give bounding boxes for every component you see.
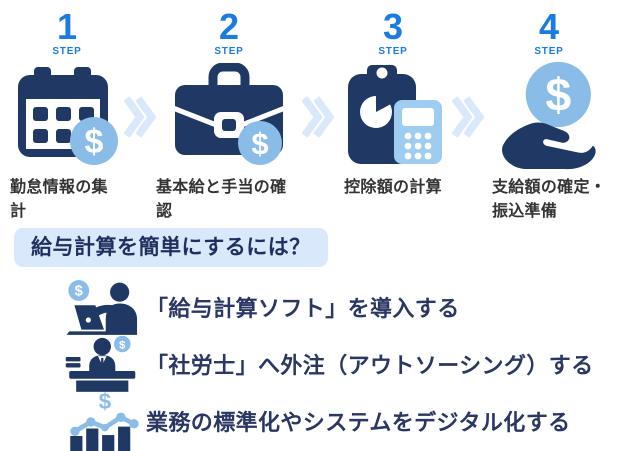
step-number: 4	[538, 6, 560, 47]
step-1: 1 STEP $	[10, 8, 124, 224]
step-word: STEP	[52, 46, 82, 57]
step-number: 2	[218, 6, 240, 47]
double-chevron-right-icon	[302, 92, 334, 142]
list-item: $ 「社労士」へ外注（アウトソーシング）する	[62, 336, 640, 392]
step-2: 2 STEP $ 基本給と手当の確認	[156, 8, 302, 224]
double-chevron-right-icon	[124, 92, 156, 142]
svg-text:$: $	[85, 123, 104, 161]
svg-text:$: $	[99, 391, 112, 414]
list-item: $ 「給与計算ソフト」を導入する	[62, 279, 640, 335]
step-word: STEP	[534, 46, 564, 57]
double-chevron-right-icon	[452, 92, 484, 142]
steps-flow: 1 STEP $	[0, 0, 640, 221]
step-number: 3	[382, 6, 404, 47]
svg-text:$: $	[119, 339, 126, 351]
list-item-label: 業務の標準化やシステムをデジタル化する	[146, 410, 571, 435]
step-word: STEP	[214, 46, 244, 57]
step-word: STEP	[378, 46, 408, 57]
solutions-list: $ 「給与計算ソフト」を導入する	[62, 279, 640, 451]
step-label: 勤怠情報の集計	[10, 179, 108, 220]
clipboard-calculator-icon	[338, 62, 448, 173]
bar-chart-money-icon: $	[62, 391, 146, 451]
consultant-desk-money-icon: $	[62, 336, 146, 392]
step-4: 4 STEP $ 支給額の確定・ 振込準備	[484, 8, 614, 224]
question-heading: 給与計算を簡単にするには？	[14, 228, 328, 267]
hand-coin-icon: $	[495, 59, 603, 176]
list-item: $ 業務の標準化やシステムをデジタル化する	[62, 391, 640, 451]
svg-text:$: $	[545, 68, 571, 120]
step-label: 支給額の確定・ 振込準備	[491, 179, 607, 220]
step-label: 控除額の計算	[344, 179, 442, 196]
calendar-money-icon: $	[14, 63, 120, 172]
person-laptop-money-icon: $	[62, 279, 146, 335]
step-3: 3 STEP	[334, 8, 452, 200]
step-number: 1	[56, 6, 78, 47]
list-item-label: 「給与計算ソフト」を導入する	[146, 296, 460, 321]
list-item-label: 「社労士」へ外注（アウトソーシング）する	[146, 353, 594, 378]
svg-text:$: $	[75, 284, 83, 300]
briefcase-money-icon: $	[170, 62, 288, 172]
step-label: 基本給と手当の確認	[156, 179, 287, 220]
svg-text:$: $	[251, 126, 268, 161]
